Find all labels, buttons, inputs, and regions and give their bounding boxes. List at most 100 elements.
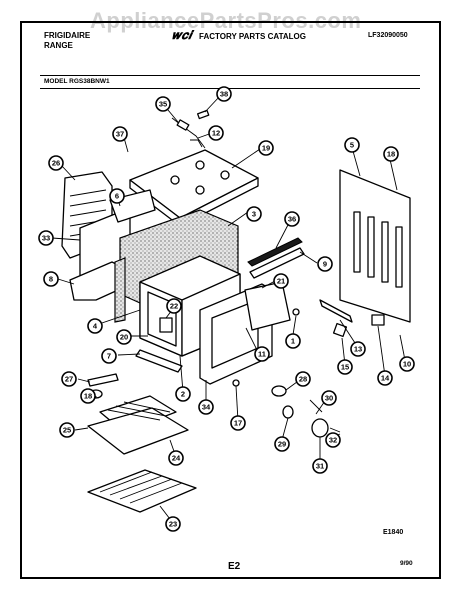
callout-circle xyxy=(383,146,399,162)
callout-circle xyxy=(61,371,77,387)
callout-number: 11 xyxy=(258,350,266,359)
callout-36: 36 xyxy=(284,211,300,227)
callout-number: 2 xyxy=(181,390,185,399)
broiler-liner xyxy=(244,281,291,331)
callout-number: 23 xyxy=(169,520,177,529)
brand-name: FRIGIDAIRE xyxy=(44,31,91,40)
callout-circle xyxy=(321,390,337,406)
callout-14: 14 xyxy=(377,370,393,386)
callout-circle xyxy=(399,356,415,372)
callout-number: 19 xyxy=(262,144,270,153)
callout-2: 2 xyxy=(175,386,191,402)
callout-34: 34 xyxy=(198,399,214,415)
catalog-title: FACTORY PARTS CATALOG xyxy=(199,32,306,41)
callout-21: 21 xyxy=(273,273,289,289)
callout-6: 6 xyxy=(109,188,125,204)
top-trim-strip xyxy=(247,237,303,267)
callout-circle xyxy=(38,230,54,246)
callout-number: 32 xyxy=(329,436,337,445)
callout-number: 14 xyxy=(381,374,390,383)
callout-number: 25 xyxy=(63,426,71,435)
callout-5: 5 xyxy=(344,137,360,153)
callout-number: 33 xyxy=(42,234,50,243)
callout-circle xyxy=(80,388,96,404)
callout-number: 29 xyxy=(278,440,286,449)
callout-3: 3 xyxy=(246,206,262,222)
watermark: AppliancePartsPros.com xyxy=(90,8,362,33)
callout-number: 7 xyxy=(107,352,111,361)
model-label: MODEL RGS38BNW1 xyxy=(44,78,110,85)
callout-31: 31 xyxy=(312,458,328,474)
callout-12: 12 xyxy=(208,125,224,141)
rear-bracket xyxy=(319,299,353,323)
callout-circle xyxy=(273,273,289,289)
callout-circle xyxy=(109,188,125,204)
callout-number: 27 xyxy=(65,375,73,384)
callout-11: 11 xyxy=(254,346,270,362)
callout-circle xyxy=(48,155,64,171)
callout-20: 20 xyxy=(116,329,132,345)
callout-number: 4 xyxy=(93,322,98,331)
callout-9: 9 xyxy=(317,256,333,272)
callout-leaders xyxy=(51,95,406,524)
figure-code: E1840 xyxy=(383,529,404,536)
callout-18: 18 xyxy=(80,388,96,404)
page-frame xyxy=(20,21,441,579)
callout-circle xyxy=(87,318,103,334)
callout-35: 35 xyxy=(155,96,171,112)
callout-number: 1 xyxy=(291,337,295,346)
callout-number: 26 xyxy=(52,159,60,168)
callout-circle xyxy=(112,126,128,142)
callout-number: 38 xyxy=(220,90,228,99)
callout-circle xyxy=(325,432,341,448)
callout-38: 38 xyxy=(216,86,232,102)
callout-number: 30 xyxy=(325,394,333,403)
callout-number: 13 xyxy=(354,345,362,354)
callout-circle xyxy=(317,256,333,272)
callout-number: 34 xyxy=(202,403,211,412)
callout-circle xyxy=(59,422,75,438)
callout-circle xyxy=(350,341,366,357)
callout-1: 1 xyxy=(285,333,301,349)
callout-circle xyxy=(43,271,59,287)
callout-27: 27 xyxy=(61,371,77,387)
callout-number: 5 xyxy=(350,141,354,150)
callout-26: 26 xyxy=(48,155,64,171)
callout-circle xyxy=(101,348,117,364)
callout-number: 8 xyxy=(49,275,53,284)
page-number: E2 xyxy=(228,561,241,572)
callout-29: 29 xyxy=(274,436,290,452)
callout-number: 9 xyxy=(323,260,327,269)
callout-22: 22 xyxy=(166,298,182,314)
callout-30: 30 xyxy=(321,390,337,406)
callout-circle xyxy=(175,386,191,402)
callout-circle xyxy=(116,329,132,345)
callout-number: 6 xyxy=(115,192,119,201)
callout-number: 18 xyxy=(387,150,395,159)
callout-circle xyxy=(337,359,353,375)
callout-circle xyxy=(344,137,360,153)
callout-13: 13 xyxy=(350,341,366,357)
callout-circle xyxy=(284,211,300,227)
callout-circle xyxy=(166,298,182,314)
callout-circle xyxy=(285,333,301,349)
back-panel xyxy=(339,169,411,323)
callout-32: 32 xyxy=(325,432,341,448)
callout-number: 35 xyxy=(159,100,167,109)
callout-8: 8 xyxy=(43,271,59,287)
callout-number: 20 xyxy=(120,333,128,342)
header-rule-top xyxy=(40,75,420,76)
callout-number: 31 xyxy=(316,462,324,471)
callout-circle xyxy=(274,436,290,452)
callout-circle xyxy=(295,371,311,387)
callout-number: 12 xyxy=(212,129,220,138)
callout-circle xyxy=(198,399,214,415)
callout-circle xyxy=(254,346,270,362)
callout-24: 24 xyxy=(168,450,184,466)
callout-circle xyxy=(168,450,184,466)
callout-10: 10 xyxy=(399,356,415,372)
product-type: RANGE xyxy=(44,41,73,50)
